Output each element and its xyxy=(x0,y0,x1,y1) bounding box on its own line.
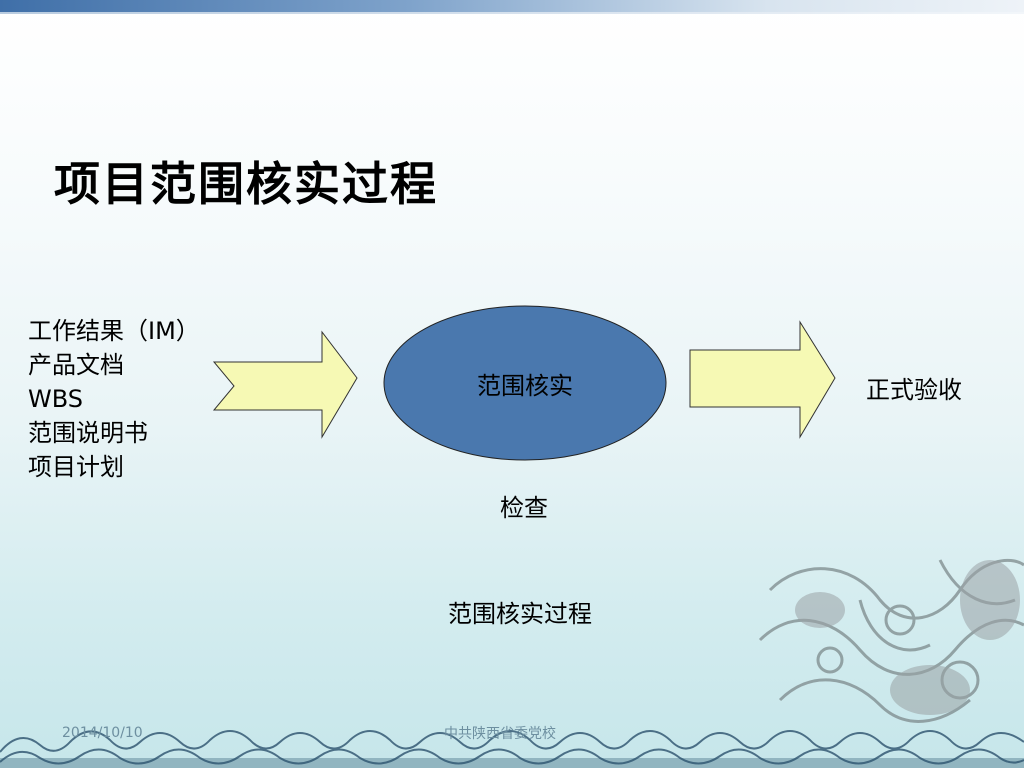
input-list: 工作结果（IM） 产品文档 WBS 范围说明书 项目计划 xyxy=(28,314,200,484)
input-item: 范围说明书 xyxy=(28,419,148,447)
process-label: 范围核实 xyxy=(477,372,573,400)
top-accent-line xyxy=(0,12,1024,14)
output-label: 正式验收 xyxy=(866,376,962,404)
top-accent-bar xyxy=(0,0,1024,12)
output-arrow xyxy=(689,320,836,439)
input-item: WBS xyxy=(28,385,84,413)
diagram-caption: 范围核实过程 xyxy=(448,600,592,628)
input-item: 项目计划 xyxy=(28,453,124,481)
tool-label: 检查 xyxy=(500,494,548,522)
wave-decoration xyxy=(0,730,1024,765)
dragon-scales xyxy=(795,560,1020,715)
input-arrow xyxy=(212,330,358,439)
input-item: 产品文档 xyxy=(28,351,124,379)
process-ellipse xyxy=(383,305,667,461)
footer-organization: 中共陕西省委党校 xyxy=(444,726,556,742)
input-item: 工作结果（IM） xyxy=(28,317,200,345)
wave-base xyxy=(0,758,1024,768)
footer-date: 2014/10/10 xyxy=(62,725,143,741)
slide-title: 项目范围核实过程 xyxy=(54,157,438,211)
